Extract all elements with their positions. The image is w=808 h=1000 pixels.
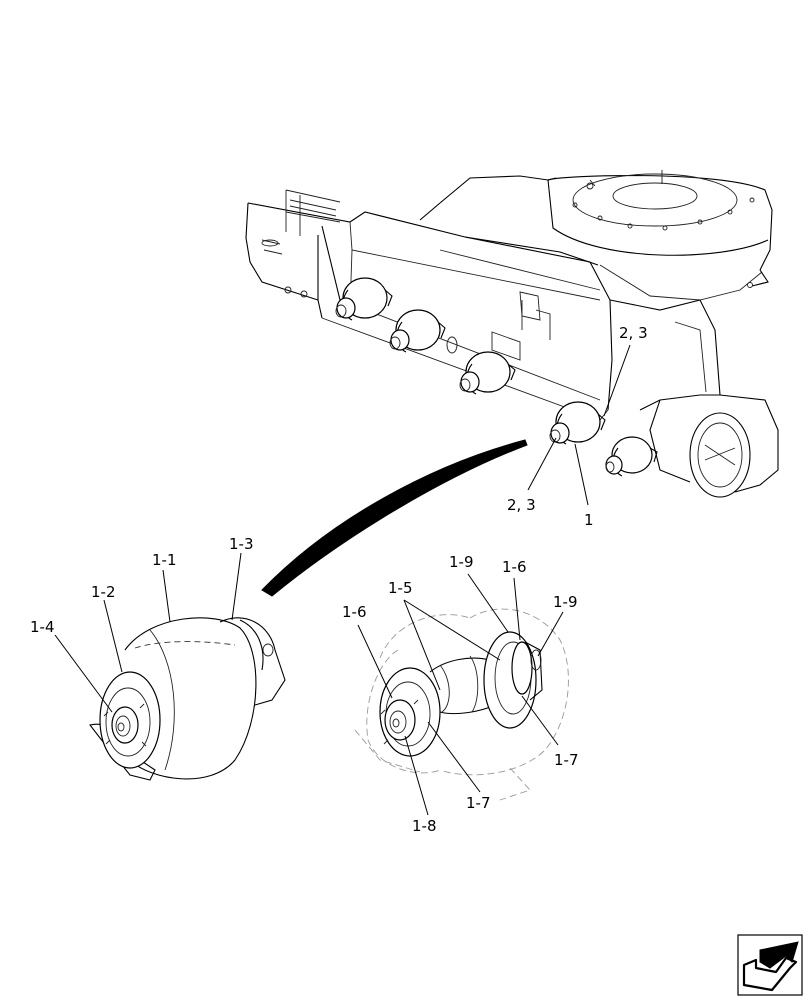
callout-labels: 2, 3 2, 3 1 1-1 1-2 1-3 1-4 1-5 1-6 1-6 … <box>30 324 648 835</box>
callout-1-8: 1-8 <box>412 817 437 835</box>
callout-1-1: 1-1 <box>152 551 177 569</box>
callout-1-3: 1-3 <box>229 535 254 553</box>
callout-1-5: 1-5 <box>388 579 413 597</box>
callout-2-3-bottom: 2, 3 <box>507 496 536 514</box>
callout-1-7-bottom: 1-7 <box>466 794 491 812</box>
callout-1-7-right: 1-7 <box>554 751 579 769</box>
roller-on-frame-2 <box>389 309 446 353</box>
callout-leader-lines <box>54 344 631 816</box>
detail-indicator-arrow <box>261 439 528 597</box>
callout-1-9-right: 1-9 <box>553 593 578 611</box>
roller-on-frame-1 <box>335 277 393 321</box>
roller-on-frame-5 <box>605 436 658 477</box>
callout-1: 1 <box>584 511 594 529</box>
callout-1-6-left: 1-6 <box>342 603 367 621</box>
roller-on-frame-4 <box>549 401 606 445</box>
callout-1-9-left: 1-9 <box>449 553 474 571</box>
callout-2-3-top: 2, 3 <box>619 324 648 342</box>
callout-1-2: 1-2 <box>91 583 116 601</box>
roller-assembly-exploded <box>354 608 569 801</box>
callout-1-4: 1-4 <box>30 618 55 636</box>
roller-assembly-external <box>89 617 286 781</box>
track-frame <box>245 170 779 498</box>
roller-on-frame-3 <box>459 351 516 395</box>
callout-1-6-right: 1-6 <box>502 558 527 576</box>
next-page-arrow-icon[interactable] <box>737 934 803 996</box>
